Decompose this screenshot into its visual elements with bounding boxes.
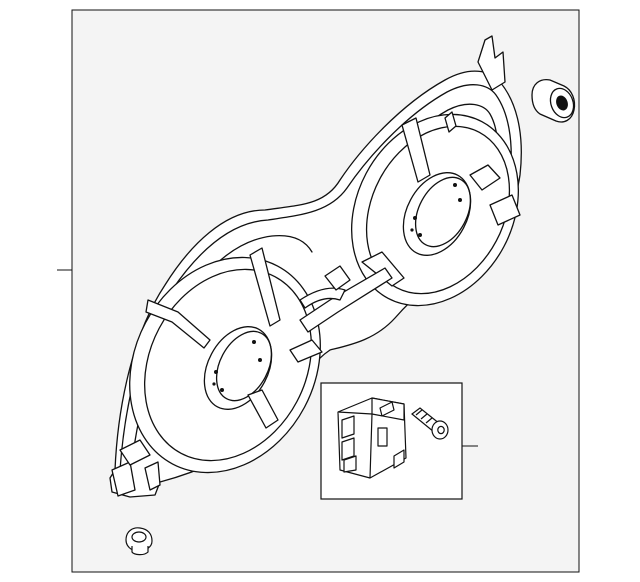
mounting-bolt-icon — [411, 407, 449, 440]
fan-shroud-assembly-icon — [109, 35, 522, 498]
rubber-mount-grommet-icon — [531, 78, 576, 123]
push-clip-fastener-icon — [125, 527, 153, 556]
right-motor-holes — [410, 183, 462, 237]
fan-control-module-icon — [337, 397, 407, 479]
left-motor-holes — [212, 340, 262, 392]
